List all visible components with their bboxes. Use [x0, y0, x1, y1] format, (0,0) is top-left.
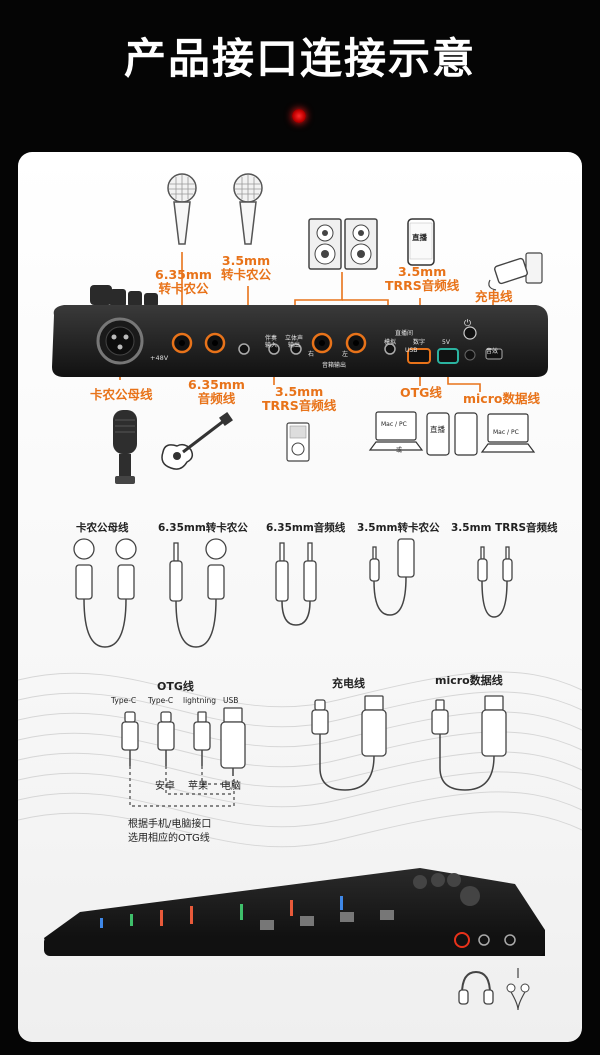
mode-analog-label: 模拟	[384, 339, 397, 346]
decorative-waves	[17, 671, 583, 848]
cable-title-trrs: 3.5mm TRRS音频线	[451, 522, 558, 534]
otg-usb: USB	[223, 696, 239, 705]
red-indicator-dot	[292, 109, 306, 123]
cable-title-35-xlr: 3.5mm转卡农公	[357, 522, 440, 534]
phone-icon	[454, 412, 478, 456]
cables-row1-illustration	[73, 538, 513, 648]
cable-title-635-xlr: 6.35mm转卡农公	[158, 522, 248, 534]
sound-effect-label: 音效	[486, 348, 499, 355]
cable-title-xlr: 卡农公母线	[76, 522, 129, 534]
mixer-front-device	[44, 868, 545, 956]
otg-lightning: lightning	[183, 696, 216, 705]
phantom-power-label: +48V	[150, 354, 169, 362]
guitar-icon	[161, 412, 233, 470]
label-xlr-cable: 卡农公母线	[90, 387, 153, 402]
charger-plug-icon	[488, 252, 543, 291]
label-35-xlr-male: 3.5mm 转卡农公	[221, 253, 272, 282]
left-label: 左	[342, 351, 349, 358]
label-trrs-top: 3.5mm TRRS音频线	[385, 264, 460, 293]
otg-type-c-2: Type-C	[148, 696, 174, 705]
page-title: 产品接口连接示意	[123, 34, 476, 83]
cable-title-635-audio: 6.35mm音频线	[266, 522, 346, 534]
otg-note-line2: 选用相应的OTG线	[128, 833, 210, 844]
label-charge-cable: 充电线	[475, 289, 513, 304]
headphones-icon	[458, 970, 494, 1005]
charge-title: 充电线	[332, 677, 365, 690]
live-label: 直播	[430, 425, 445, 434]
otg-note-line1: 根据手机/电脑接口	[128, 819, 212, 830]
label-trrs-bottom: 3.5mm TRRS音频线	[262, 384, 337, 413]
phone-icon	[426, 412, 450, 456]
label-635-audio: 6.35mm 音频线	[188, 377, 245, 406]
usb-label: USB	[405, 347, 418, 354]
label-micro: micro数据线	[463, 391, 540, 406]
or-label: 或	[396, 447, 403, 454]
laptop-icon	[480, 413, 536, 453]
phone-icon	[407, 218, 435, 266]
microphone-icon	[233, 173, 263, 245]
live-mode-label: 直播间	[395, 330, 414, 337]
power-icon: ⏻	[464, 319, 472, 329]
micro-cable-illustration	[431, 695, 507, 791]
otg-title: OTG线	[157, 680, 194, 693]
mac-pc-label: Mac / PC	[493, 429, 519, 436]
mp3-player-icon	[286, 422, 310, 462]
condenser-mic-icon	[113, 410, 137, 484]
label-otg: OTG线	[400, 385, 442, 400]
live-label: 直播	[412, 233, 427, 242]
otg-type-c-1: Type-C	[111, 696, 137, 705]
laptop-icon	[368, 411, 424, 451]
otg-computer-label: 电脑	[221, 781, 241, 792]
otg-cables-illustration	[121, 707, 246, 807]
five-v-label: 5V	[442, 339, 450, 346]
micro-title: micro数据线	[435, 674, 503, 687]
charge-cable-illustration	[311, 695, 387, 791]
earphones-icon	[506, 968, 530, 1011]
speaker-output-label: 音箱输出	[322, 362, 347, 369]
microphone-icon	[167, 173, 197, 245]
accomp-input-label: 伴奏 输入	[265, 335, 278, 349]
label-635-xlr-male: 6.35mm 转卡农公	[155, 267, 212, 296]
otg-android-label: 安卓	[155, 781, 175, 792]
digital-label: 数字	[413, 339, 426, 346]
speaker-icon	[308, 218, 378, 270]
stereo-output-label: 立体声 输出	[285, 335, 304, 349]
right-label: 右	[308, 351, 315, 358]
otg-apple-label: 苹果	[188, 781, 208, 792]
mac-pc-label: Mac / PC	[381, 421, 407, 428]
mixer-back-panel	[52, 285, 548, 377]
